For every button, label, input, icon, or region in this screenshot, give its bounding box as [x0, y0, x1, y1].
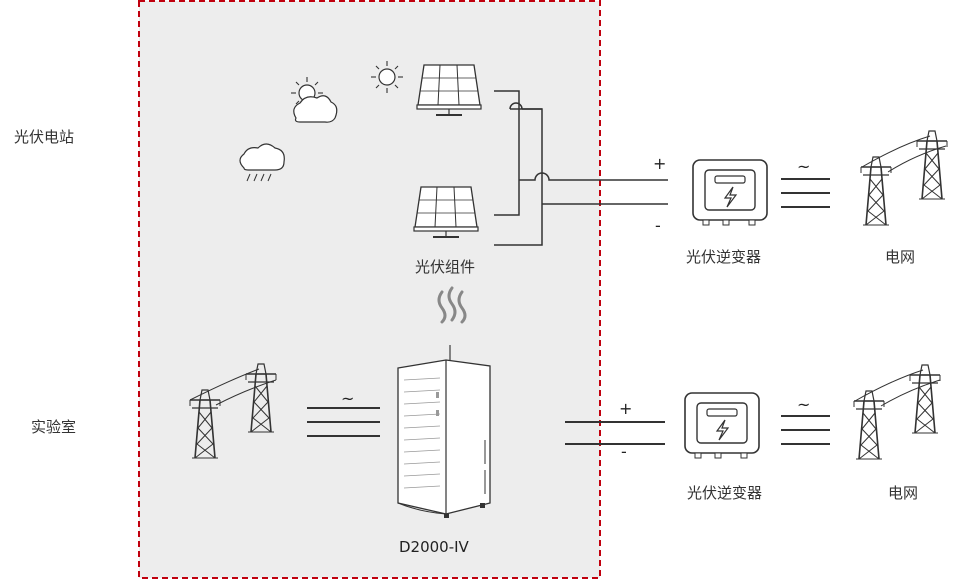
transmission-tower-icon: [860, 156, 892, 226]
transmission-tower-icon: [916, 130, 948, 200]
ac-lines-bottom: [781, 415, 830, 445]
power-cable: [880, 379, 941, 407]
solar-panel-icon: [413, 186, 479, 238]
cabinet-icon: [397, 345, 491, 518]
lab-label: 实验室: [31, 418, 77, 436]
ac-symbol-top: ~: [797, 157, 811, 176]
power-cable: [861, 135, 931, 168]
device-model-label: D2000-IV: [399, 538, 469, 556]
dc-lines-bottom: [565, 421, 665, 445]
power-cable: [215, 379, 277, 406]
minus-sign-bottom: -: [621, 442, 627, 461]
power-cable: [887, 145, 947, 173]
grid-label-bottom: 电网: [888, 484, 919, 502]
power-cable: [854, 369, 924, 402]
power-cable: [189, 368, 260, 401]
plus-sign-top: +: [653, 154, 667, 173]
ac-lines-top: [781, 178, 830, 208]
grid-label-top: 电网: [885, 248, 916, 266]
ac-symbol-lab: ~: [341, 389, 355, 408]
ac-symbol-bottom: ~: [797, 395, 811, 414]
sun-cloud-icon: [290, 76, 338, 123]
transmission-tower-icon: [909, 364, 941, 434]
minus-sign-top: -: [655, 216, 661, 235]
solar-panel-icon: [416, 64, 482, 116]
lab-region: [138, 0, 601, 579]
inverter-icon: [684, 392, 760, 459]
pv-wiring: [494, 90, 668, 246]
pv-module-label: 光伏组件: [415, 258, 476, 276]
inverter-label-bottom: 光伏逆变器: [687, 484, 763, 502]
plus-sign-bottom: +: [619, 399, 633, 418]
inverter-label-top: 光伏逆变器: [686, 248, 762, 266]
rain-cloud-icon: [239, 143, 285, 182]
heat-wave-icon: [437, 286, 467, 324]
pv-station-label: 光伏电站: [14, 128, 75, 146]
inverter-icon: [692, 159, 768, 226]
transmission-tower-icon: [853, 390, 885, 460]
ac-lines-lab: [307, 407, 380, 437]
